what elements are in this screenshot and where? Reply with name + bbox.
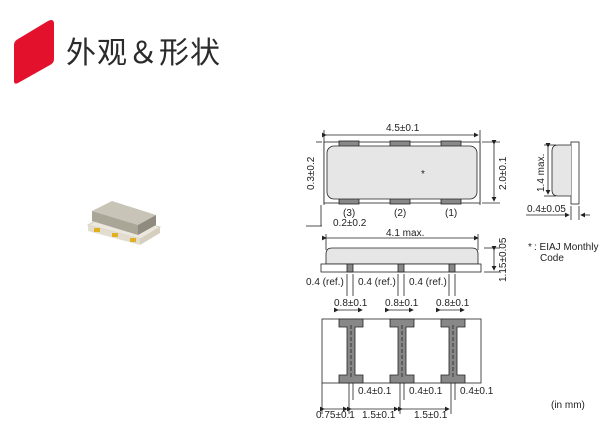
pin-3-label: (3) bbox=[343, 208, 355, 219]
product-photo bbox=[86, 201, 162, 245]
side-view bbox=[526, 141, 590, 220]
pad-width-1: 0.8±0.1 bbox=[334, 298, 368, 309]
front-view bbox=[320, 234, 500, 296]
header: 外观＆形状 bbox=[0, 0, 604, 90]
marking-symbol: * bbox=[421, 169, 425, 180]
gap-dim-3: 0.4±0.1 bbox=[460, 386, 494, 397]
page-title: 外观＆形状 bbox=[66, 36, 221, 71]
brand-logo-icon bbox=[14, 20, 54, 84]
ref-dim-1: 0.4 (ref.) bbox=[306, 277, 344, 288]
pitch-dim-3: 1.5±0.1 bbox=[414, 410, 448, 421]
front-width-dim: 4.1 max. bbox=[386, 228, 424, 239]
side-thickness-dim: 0.4±0.05 bbox=[527, 204, 566, 215]
pad-width-2: 0.8±0.1 bbox=[385, 298, 419, 309]
legend-line1: : EIAJ Monthly bbox=[534, 242, 598, 253]
ref-dim-2: 0.4 (ref.) bbox=[358, 277, 396, 288]
top-height-dim: 2.0±0.1 bbox=[498, 156, 509, 190]
pad-width-3: 0.8±0.1 bbox=[436, 298, 470, 309]
gap-dim-1: 0.4±0.1 bbox=[358, 386, 392, 397]
pin-1-label: (1) bbox=[445, 208, 457, 219]
side-offset-dim: 0.2±0.2 bbox=[333, 218, 367, 229]
top-width-dim: 4.5±0.1 bbox=[386, 123, 420, 134]
gap-dim-2: 0.4±0.1 bbox=[409, 386, 443, 397]
edge-offset-dim: 0.3±0.2 bbox=[306, 156, 317, 190]
top-view bbox=[306, 130, 500, 227]
pin-2-label: (2) bbox=[394, 208, 406, 219]
front-height-dim: 1.15±0.05 bbox=[498, 237, 509, 282]
side-height-dim: 1.4 max. bbox=[536, 154, 547, 192]
legend-symbol: * bbox=[528, 242, 532, 253]
pitch-dim-1: 0.75±0.1 bbox=[316, 410, 355, 421]
legend-line2: Code bbox=[540, 253, 564, 264]
bottom-view bbox=[320, 307, 482, 414]
pitch-dim-2: 1.5±0.1 bbox=[362, 410, 396, 421]
ref-dim-3: 0.4 (ref.) bbox=[409, 277, 447, 288]
units-note: (in mm) bbox=[551, 400, 585, 411]
